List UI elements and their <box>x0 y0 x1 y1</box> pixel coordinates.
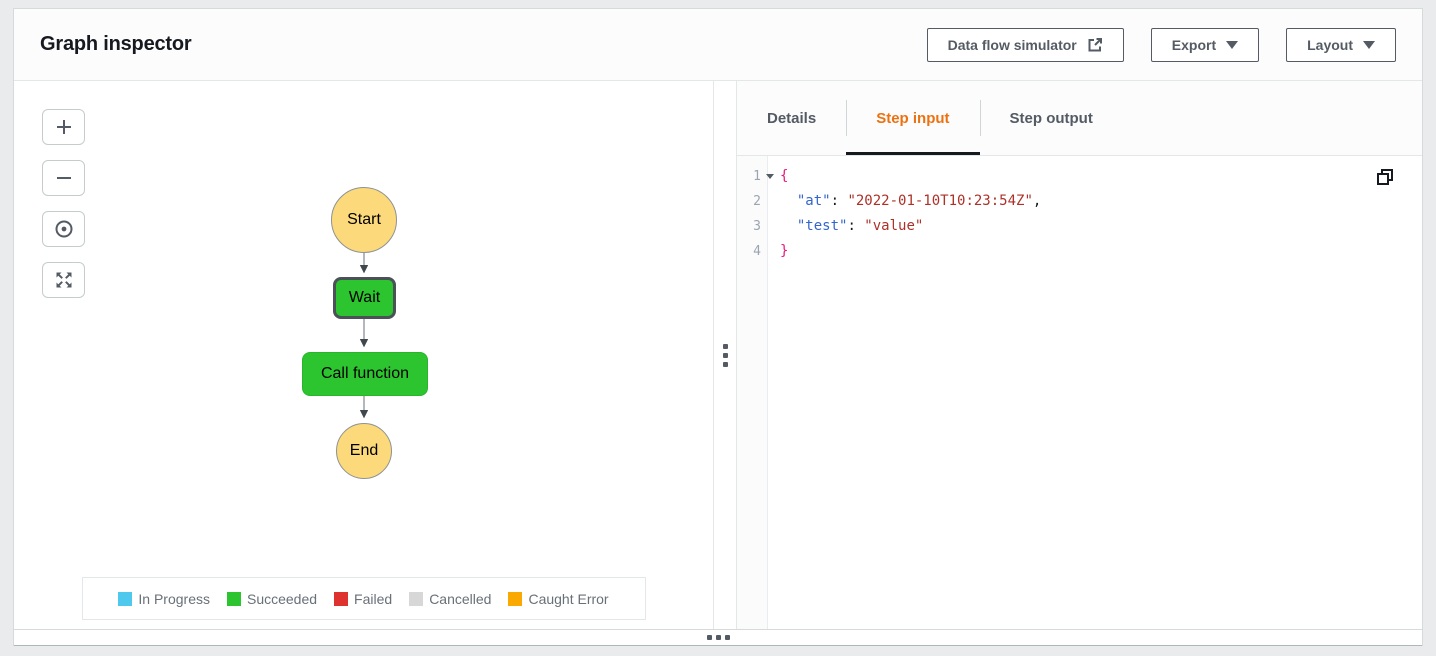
node-label: Wait <box>348 289 381 306</box>
data-flow-simulator-label: Data flow simulator <box>947 36 1077 53</box>
drag-dots-icon <box>722 343 728 367</box>
header-actions: Data flow simulator Export Layout <box>926 27 1396 62</box>
legend-label: Cancelled <box>429 590 492 607</box>
json-code[interactable]: { "at": "2022-01-10T10:23:54Z", "test": … <box>768 156 1422 629</box>
json-token <box>780 218 797 234</box>
split-content: Start Wait Call function End In Progress… <box>14 81 1422 629</box>
json-token: "value" <box>864 218 924 234</box>
in-progress-swatch-icon <box>118 591 133 606</box>
json-token <box>780 193 797 209</box>
details-tabs: Details Step input Step output <box>737 81 1422 156</box>
line-number: 4 <box>753 244 761 259</box>
json-token: "test" <box>796 218 848 234</box>
legend-item-caught-error: Caught Error <box>508 590 609 607</box>
tab-details[interactable]: Details <box>737 81 846 155</box>
code-line-2: "at": "2022-01-10T10:23:54Z", <box>780 189 1422 214</box>
gutter-line[interactable]: 1 <box>737 164 774 189</box>
details-panel: Details Step input Step output 1 2 <box>737 81 1422 629</box>
json-token: : <box>830 193 848 209</box>
tab-label: Step input <box>876 109 950 127</box>
caret-down-icon <box>1363 40 1375 49</box>
json-token: } <box>780 243 789 259</box>
legend-item-in-progress: In Progress <box>118 591 210 607</box>
copy-button[interactable] <box>1376 168 1394 189</box>
code-line-3: "test": "value" <box>780 214 1422 239</box>
horizontal-resize-handle[interactable] <box>14 629 1422 646</box>
node-label: End <box>349 442 379 459</box>
succeeded-swatch-icon <box>226 591 241 606</box>
graph-node-end[interactable]: End <box>336 423 392 479</box>
graph-zoom-controls <box>42 109 85 298</box>
layout-label: Layout <box>1307 36 1353 53</box>
step-input-editor[interactable]: 1 2 3 4 { "at": "2022-01-10T10:23: <box>737 156 1422 629</box>
json-token: , <box>1032 193 1042 209</box>
zoom-out-button[interactable] <box>42 160 85 196</box>
graph-inspector-panel: Graph inspector Data flow simulator Expo… <box>13 8 1423 646</box>
tab-label: Details <box>767 109 817 127</box>
center-view-button[interactable] <box>42 211 85 247</box>
line-number: 3 <box>753 219 761 234</box>
legend-item-succeeded: Succeeded <box>226 590 318 607</box>
drag-dots-icon <box>706 635 730 640</box>
export-button[interactable]: Export <box>1150 27 1260 62</box>
tab-step-input[interactable]: Step input <box>846 81 980 155</box>
code-line-4: } <box>780 239 1422 264</box>
node-label: Call function <box>320 365 410 382</box>
zoom-in-button[interactable] <box>42 109 85 145</box>
failed-swatch-icon <box>334 591 349 606</box>
cancelled-swatch-icon <box>409 591 424 606</box>
tab-step-output[interactable]: Step output <box>980 81 1123 155</box>
graph-canvas[interactable]: Start Wait Call function End In Progress… <box>14 81 714 629</box>
legend-item-failed: Failed <box>334 591 392 607</box>
data-flow-simulator-button[interactable]: Data flow simulator <box>926 27 1124 62</box>
gutter-line: 4 <box>737 239 767 264</box>
external-link-icon <box>1087 37 1103 53</box>
legend-label: Failed <box>354 590 393 607</box>
caught-error-swatch-icon <box>508 591 523 606</box>
panel-header: Graph inspector Data flow simulator Expo… <box>14 9 1422 81</box>
line-number: 2 <box>753 194 761 209</box>
json-token: "at" <box>796 193 831 209</box>
graph-node-start[interactable]: Start <box>331 187 397 253</box>
gutter-line: 3 <box>737 214 767 239</box>
layout-button[interactable]: Layout <box>1286 27 1396 62</box>
legend-item-cancelled: Cancelled <box>409 591 491 607</box>
json-token: { <box>780 168 789 184</box>
export-label: Export <box>1171 36 1217 53</box>
caret-down-icon <box>1226 40 1239 49</box>
vertical-resize-handle[interactable] <box>714 81 737 629</box>
editor-gutter: 1 2 3 4 <box>737 156 774 629</box>
copy-icon <box>1376 169 1394 189</box>
page-title: Graph inspector <box>40 33 192 55</box>
tab-label: Step output <box>1009 109 1093 127</box>
node-label: Start <box>347 211 381 228</box>
fit-to-view-button[interactable] <box>42 262 85 298</box>
legend-label: Succeeded <box>246 590 318 607</box>
graph-node-call-function[interactable]: Call function <box>302 352 428 396</box>
code-line-1: { <box>780 164 1422 189</box>
fold-caret-icon[interactable] <box>766 174 774 179</box>
json-token: "2022-01-10T10:23:54Z" <box>847 193 1033 209</box>
status-legend: In Progress Succeeded Failed Cancelled C… <box>81 577 646 620</box>
legend-label: Caught Error <box>528 590 609 607</box>
gutter-line: 2 <box>737 189 767 214</box>
json-token: : <box>847 218 865 234</box>
legend-label: In Progress <box>138 590 210 607</box>
graph-node-wait[interactable]: Wait <box>333 277 396 319</box>
line-number: 1 <box>753 169 761 184</box>
